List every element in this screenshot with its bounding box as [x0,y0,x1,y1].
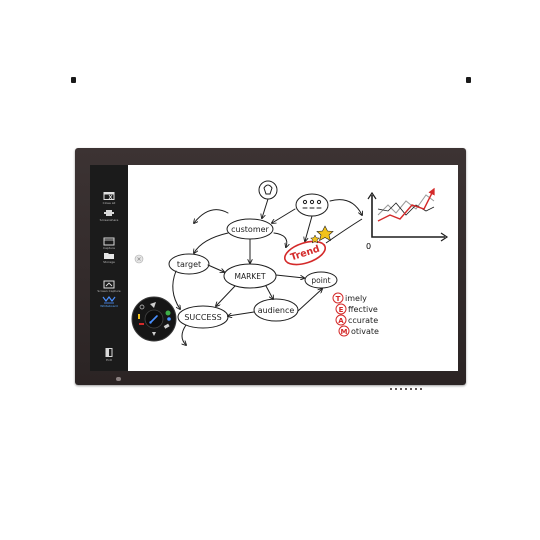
market-bubble [223,263,277,289]
target-bubble [168,253,210,275]
sidebar-item-storage[interactable]: Storage [90,251,128,264]
team-word: ffective [348,305,378,314]
team-acronym-list: T imely E ffective A ccurate M otivate [332,292,379,337]
front-control-strip [390,377,432,390]
team-letter: E [339,306,344,314]
screen-capture-icon [103,280,115,289]
lightbulb-icon [258,180,278,200]
market-label: MARKET [234,272,265,281]
whiteboard-canvas[interactable]: customer target MARKET point audience SU… [90,165,458,371]
chart-zero-label: 0 [366,242,371,251]
team-letter: T [336,295,341,303]
capture-icon [103,237,115,246]
sidebar-item-exit[interactable]: Exit [90,348,128,362]
team-item: M otivate [338,325,379,337]
highlighter-tool-icon[interactable] [138,314,144,325]
team-letter: M [341,328,348,336]
power-button-icon[interactable] [116,377,121,381]
trend-bubble [283,218,363,266]
left-side-mount [71,77,76,83]
sidebar-item-label: Screen Capture [97,289,121,293]
team-letter: A [338,317,344,325]
team-word: otivate [351,327,379,336]
point-label: point [311,276,330,285]
team-item: A ccurate [335,314,378,326]
display-screen: Close all Screenshare Capture [90,165,458,371]
sidebar-item-label: Storage [103,260,115,264]
audience-bubble [253,298,299,322]
right-side-mount [466,77,471,83]
eraser-tool-icon[interactable] [163,323,170,329]
trend-line-chart: 0 [366,187,449,251]
pen-tool-icon[interactable] [150,302,156,308]
sidebar-item-screen-capture[interactable]: Screen Capture [90,280,128,293]
team-item: T imely [332,292,367,304]
sidebar-item-whiteboard[interactable]: Whiteboard [90,295,128,308]
whiteboard-icon [102,296,116,304]
radial-tool-menu[interactable] [131,296,177,342]
sidebar-item-label: Close all [102,201,116,205]
sidebar-item-label: Capture [103,246,115,250]
people-icon [295,193,329,217]
sidebar-item-label: Exit [106,358,112,362]
screenshare-icon [104,210,114,216]
zoom-tool-icon[interactable] [139,304,145,310]
exit-icon [105,348,113,357]
team-word: ccurate [348,316,378,325]
audience-label: audience [258,306,295,315]
storage-icon [104,253,114,259]
sidebar-toggle-icon[interactable] [134,254,144,264]
brush-center-icon[interactable] [149,315,158,324]
target-label: target [177,260,201,269]
success-label: SUCCESS [184,313,221,322]
team-item: E ffective [335,303,378,315]
app-sidebar: Close all Screenshare Capture [90,165,128,371]
sidebar-item-close-all[interactable]: Close all [90,192,128,205]
sidebar-item-label: Screenshare [99,218,119,222]
color-picker-icon[interactable] [165,310,171,321]
sidebar-item-capture[interactable]: Capture [90,237,128,250]
team-word: imely [345,294,367,303]
star-icon [310,225,334,244]
select-tool-icon[interactable] [152,332,156,336]
close-all-icon [103,192,115,200]
sidebar-item-label: Whiteboard [100,304,118,308]
sidebar-item-screenshare[interactable]: Screenshare [90,209,128,222]
customer-label: customer [231,225,269,234]
